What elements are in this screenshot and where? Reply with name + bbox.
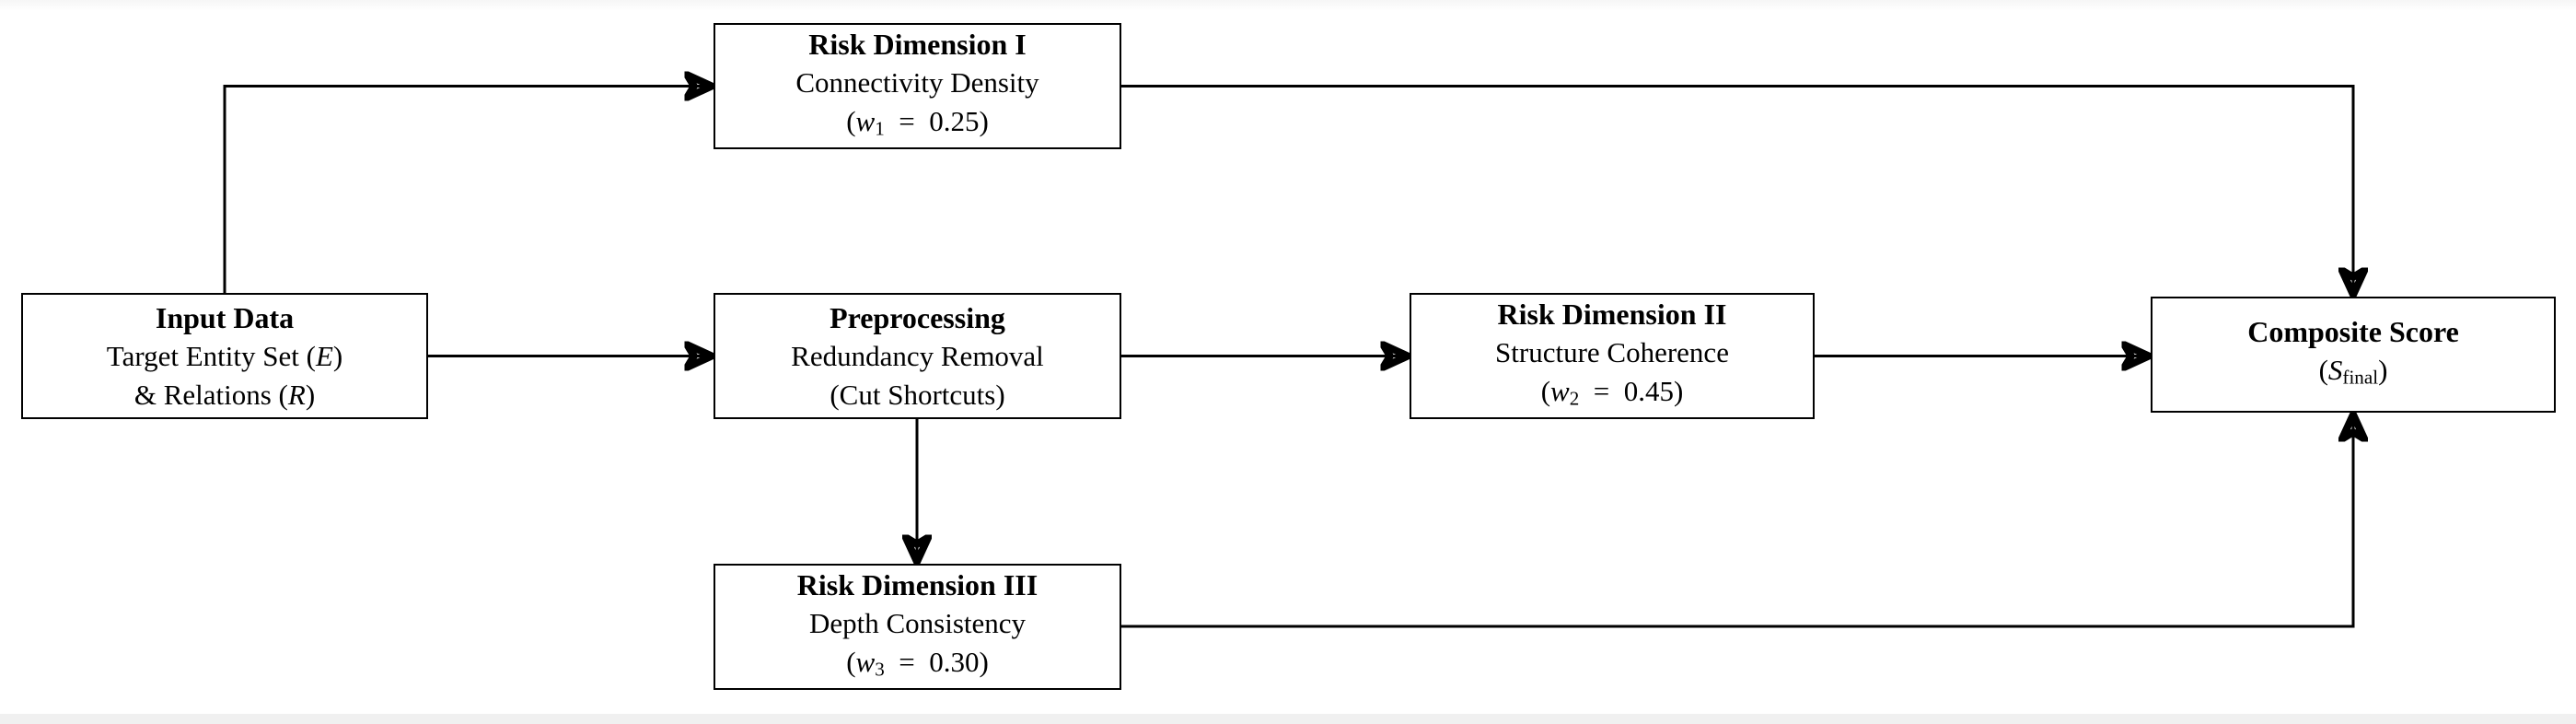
node-weight-formula: (w3 = 0.30) [846,645,989,681]
page-bottom-divider [0,714,2576,724]
math-var-w1: w [855,104,876,137]
node-subtitle: Connectivity Density [795,65,1039,99]
node-risk-dimension-3: Risk Dimension III Depth Consistency (w3… [714,564,1121,690]
node-title: Composite Score [2247,315,2459,349]
math-sub-3: 3 [875,658,885,681]
node-title: Input Data [155,300,295,334]
node-input-data: Input Data Target Entity Set (E) & Relat… [21,293,428,419]
node-subtitle: Redundancy Removal [791,339,1044,372]
node-score-formula: (Sfinal) [2318,354,2388,389]
node-risk-dimension-2: Risk Dimension II Structure Coherence (w… [1410,293,1815,419]
math-var-w2: w [1550,374,1570,407]
math-sub-2: 2 [1569,387,1580,410]
math-sub-final: final [2342,366,2379,389]
math-var-R: R [287,378,306,411]
node-risk-dimension-1: Risk Dimension I Connectivity Density (w… [714,23,1121,149]
node-composite-score: Composite Score (Sfinal) [2151,297,2556,413]
node-subtitle: Structure Coherence [1495,335,1729,368]
node-subtitle2: & Relations (R) [133,378,316,411]
node-title: Risk Dimension III [796,567,1039,601]
edge-risk1-to-composite [1121,85,2353,296]
node-subtitle: Target Entity Set (E) [106,339,343,372]
top-fade-strip [0,0,2576,11]
node-weight-formula: (w2 = 0.45) [1540,374,1684,410]
node-subtitle: Depth Consistency [808,606,1027,639]
node-title: Risk Dimension II [1497,297,1727,331]
node-title: Risk Dimension I [808,27,1027,61]
math-sub-1: 1 [875,117,885,140]
math-var-E: E [315,339,333,372]
node-preprocessing: Preprocessing Redundancy Removal (Cut Sh… [714,293,1121,419]
node-subtitle2: (Cut Shortcuts) [830,378,1005,411]
node-title: Preprocessing [830,300,1005,334]
edge-input-to-risk1 [223,87,712,293]
math-var-S: S [2327,354,2343,387]
node-weight-formula: (w1 = 0.25) [846,104,989,140]
math-var-w3: w [855,645,876,678]
edge-risk3-to-composite [1121,415,2353,628]
